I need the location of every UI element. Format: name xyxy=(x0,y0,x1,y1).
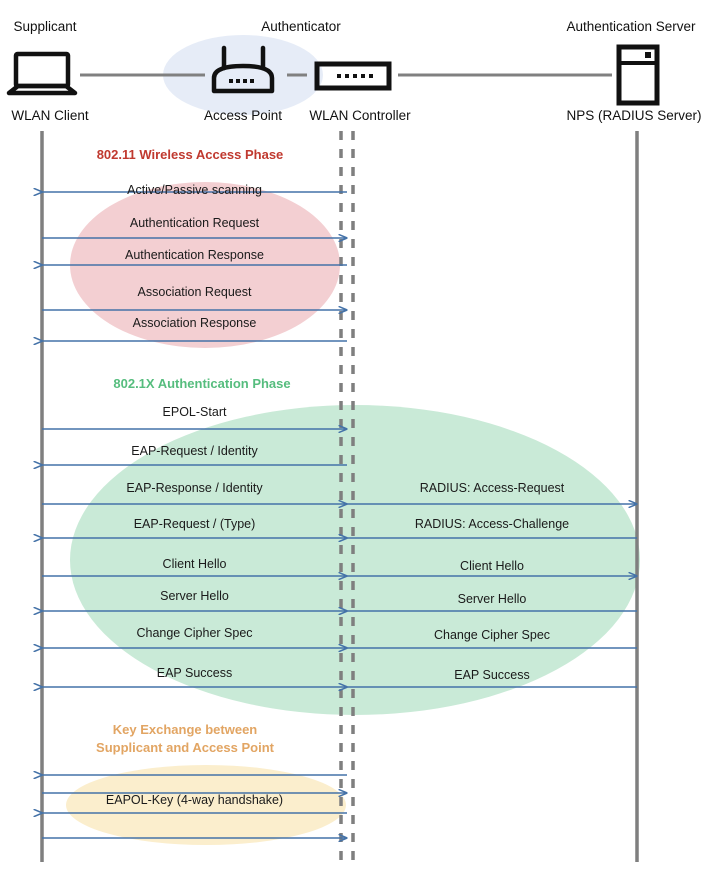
message-label: EAP-Request / Identity xyxy=(131,444,258,458)
phase-key-exchange-ellipse xyxy=(66,765,346,845)
actor-role-authentication-server: Authentication Server xyxy=(566,19,696,34)
message-label: EAPOL-Key (4-way handshake) xyxy=(105,793,284,807)
actor-role-authenticator: Authenticator xyxy=(261,19,341,34)
message-label: Server Hello xyxy=(457,592,527,606)
actor-device-wlan-controller: WLAN Controller xyxy=(309,108,411,123)
message-arrows xyxy=(42,192,637,838)
message-label: RADIUS: Access-Challenge xyxy=(414,517,570,531)
actor-device-access-point: Access Point xyxy=(203,108,283,123)
message-label: Client Hello xyxy=(162,557,227,571)
message-label: Authentication Response xyxy=(125,248,264,262)
message-label: Authentication Request xyxy=(129,216,260,230)
message-label: EAP Success xyxy=(454,668,530,682)
actor-device-nps-radius-server: NPS (RADIUS Server) xyxy=(566,108,702,123)
authenticator-highlight-ellipse xyxy=(163,35,323,115)
message-label: Association Request xyxy=(137,285,252,299)
message-label: RADIUS: Access-Request xyxy=(419,481,565,495)
message-label: Change Cipher Spec xyxy=(433,628,551,642)
server-icon xyxy=(616,44,660,106)
message-label: EAP-Request / (Type) xyxy=(133,517,256,531)
phase-label-key-exchange-line1: Key Exchange between xyxy=(112,722,258,737)
message-label: EAP Success xyxy=(156,666,233,680)
phase-ellipses xyxy=(66,35,640,845)
wlan-controller-icon xyxy=(314,61,392,91)
message-label: Change Cipher Spec xyxy=(136,626,253,640)
message-label: Server Hello xyxy=(160,589,229,603)
actor-device-wlan-client: WLAN Client xyxy=(11,108,89,123)
message-label: Active/Passive scanning xyxy=(127,183,262,197)
phase-label-802-1x: 802.1X Authentication Phase xyxy=(113,376,291,391)
phase-802-1x-ellipse xyxy=(70,405,640,715)
lifelines xyxy=(40,131,639,862)
message-label: EAP-Response / Identity xyxy=(126,481,263,495)
phase-label-802-11: 802.11 Wireless Access Phase xyxy=(96,147,284,162)
laptop-icon xyxy=(6,51,78,96)
access-point-icon xyxy=(211,45,275,94)
message-label: Client Hello xyxy=(460,559,524,573)
message-label: EPOL-Start xyxy=(162,405,227,419)
actor-role-supplicant: Supplicant xyxy=(13,19,77,34)
phase-label-key-exchange-line2: Supplicant and Access Point xyxy=(96,740,274,755)
device-icons xyxy=(6,44,660,106)
message-label: Association Response xyxy=(132,316,257,330)
